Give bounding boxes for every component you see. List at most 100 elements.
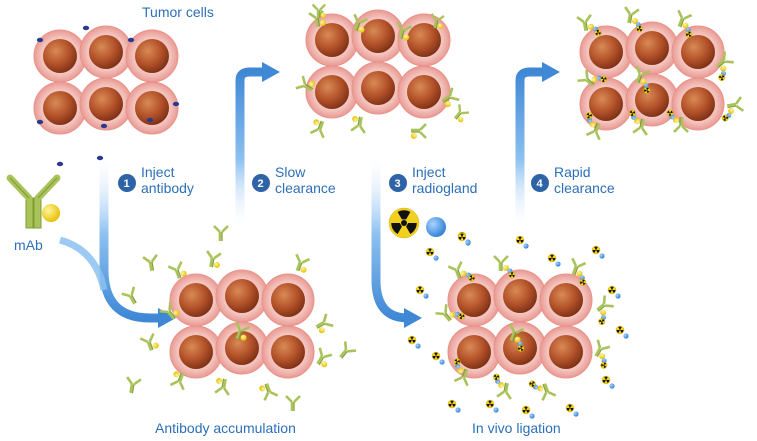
antibody-icon	[285, 395, 301, 411]
antibody-icon	[339, 341, 357, 359]
radiation-symbol-icon	[643, 86, 651, 94]
radiation-symbol-icon	[598, 318, 606, 325]
tumor-cell	[625, 73, 679, 127]
antibody-icon	[666, 109, 689, 133]
free-radioligand	[615, 325, 629, 339]
step-2: 2 Slow clearance	[252, 164, 336, 196]
tumor-cell	[351, 61, 405, 115]
tumor-cell	[579, 25, 633, 79]
step-1-number: 1	[124, 178, 130, 190]
antibody-icon	[435, 304, 465, 322]
antibody-icon	[353, 13, 369, 33]
radiation-symbol-icon	[485, 399, 495, 409]
antibody-icon	[716, 51, 734, 81]
free-radioligand	[565, 403, 579, 417]
free-radioligand	[407, 335, 421, 349]
radiation-symbol-icon	[515, 235, 525, 245]
step-4-line1: Rapid	[554, 164, 591, 180]
antigen-marker	[36, 119, 44, 125]
tumor-cell	[79, 25, 133, 79]
tumor-cell	[579, 77, 633, 131]
tumor-cell	[447, 273, 501, 327]
radiation-symbol-icon	[447, 399, 457, 409]
antibody-icon	[441, 87, 460, 108]
antibody-icon	[721, 96, 745, 122]
radiation-symbol-icon	[457, 232, 467, 242]
step-1: 1 Inject antibody	[118, 164, 194, 196]
antibody-icon	[571, 257, 587, 286]
tumor-cell	[305, 13, 359, 67]
step-2-number: 2	[258, 178, 264, 190]
antibody-icon	[214, 378, 230, 396]
tumor-cell	[671, 77, 725, 131]
tumor-cell	[493, 269, 547, 323]
radiation-symbol-icon	[601, 375, 611, 385]
radiation-symbol-icon	[565, 403, 575, 413]
tumor-cell	[625, 21, 679, 75]
radiation-symbol-icon	[594, 29, 602, 37]
tumor-cell-cluster-in-vivo-ligation	[447, 269, 593, 379]
radiation-symbol-icon	[425, 247, 435, 257]
antibody-icon	[316, 347, 333, 368]
antibody-icon	[350, 116, 366, 134]
in-vivo-ligation-label: In vivo ligation	[472, 420, 561, 436]
arrow-mab-branch	[58, 236, 108, 291]
antibody-icon	[576, 13, 602, 37]
radiation-symbol-icon	[453, 358, 461, 366]
antibody-icon	[315, 313, 334, 334]
tumor-cell	[351, 9, 405, 63]
antibody-icon	[295, 75, 316, 92]
radiation-symbol-icon	[517, 344, 525, 352]
radiation-symbol-icon	[521, 405, 531, 415]
tumor-cell-cluster-bound-antibody	[305, 9, 451, 119]
radiation-symbol-icon	[685, 30, 693, 38]
tumor-cell	[125, 81, 179, 135]
step-4-badge	[531, 174, 549, 192]
process-arrows	[58, 62, 560, 328]
free-radioligand	[515, 235, 529, 249]
antibody-icon	[311, 3, 327, 19]
antibody-icon	[142, 253, 158, 272]
antigen-marker	[82, 25, 90, 31]
antigen-marker	[127, 37, 135, 43]
free-radioligand	[415, 285, 429, 299]
antibody-icon	[528, 380, 557, 401]
tumor-cell	[33, 29, 87, 83]
antibody-icon	[259, 383, 279, 401]
radiation-symbol-icon	[607, 285, 617, 295]
arrow-inject-antibody	[99, 150, 160, 323]
tumor-cell	[79, 77, 133, 131]
free-radioligand	[591, 245, 605, 259]
step-2-badge	[252, 174, 270, 192]
free-radioligand	[431, 351, 445, 365]
free-radioligand	[601, 375, 615, 389]
radiation-symbol-icon	[458, 312, 465, 320]
antibody-icon	[411, 123, 427, 139]
antibody-icon	[596, 295, 614, 325]
antigen-marker	[96, 155, 104, 161]
radiation-symbol-icon	[585, 112, 593, 120]
tumor-cell	[33, 81, 87, 135]
step-3-line2: radiogland	[412, 180, 477, 196]
radiation-symbol-icon	[636, 25, 643, 33]
free-radioligand	[485, 399, 499, 413]
radiation-symbol-icon	[721, 114, 729, 122]
antibody-icon	[453, 104, 470, 123]
radiation-symbol-icon	[508, 271, 516, 279]
radioligand-bead-icon	[426, 217, 446, 237]
free-radioligand	[425, 247, 439, 261]
arrow-rapid-clearance	[515, 67, 544, 232]
antibody-icon	[629, 109, 648, 136]
tumor-cell	[447, 325, 501, 379]
radiation-symbol-icon	[629, 109, 636, 117]
free-radioligand	[457, 232, 471, 246]
antibody-icon	[396, 22, 412, 41]
tumor-cell	[169, 325, 223, 379]
antibody-icon	[585, 112, 601, 141]
antigen-marker	[56, 161, 64, 167]
tumor-cell	[261, 325, 315, 379]
radiation-symbol-icon	[493, 373, 500, 381]
step-4-line2: clearance	[554, 180, 615, 196]
free-radioligand	[521, 405, 535, 419]
